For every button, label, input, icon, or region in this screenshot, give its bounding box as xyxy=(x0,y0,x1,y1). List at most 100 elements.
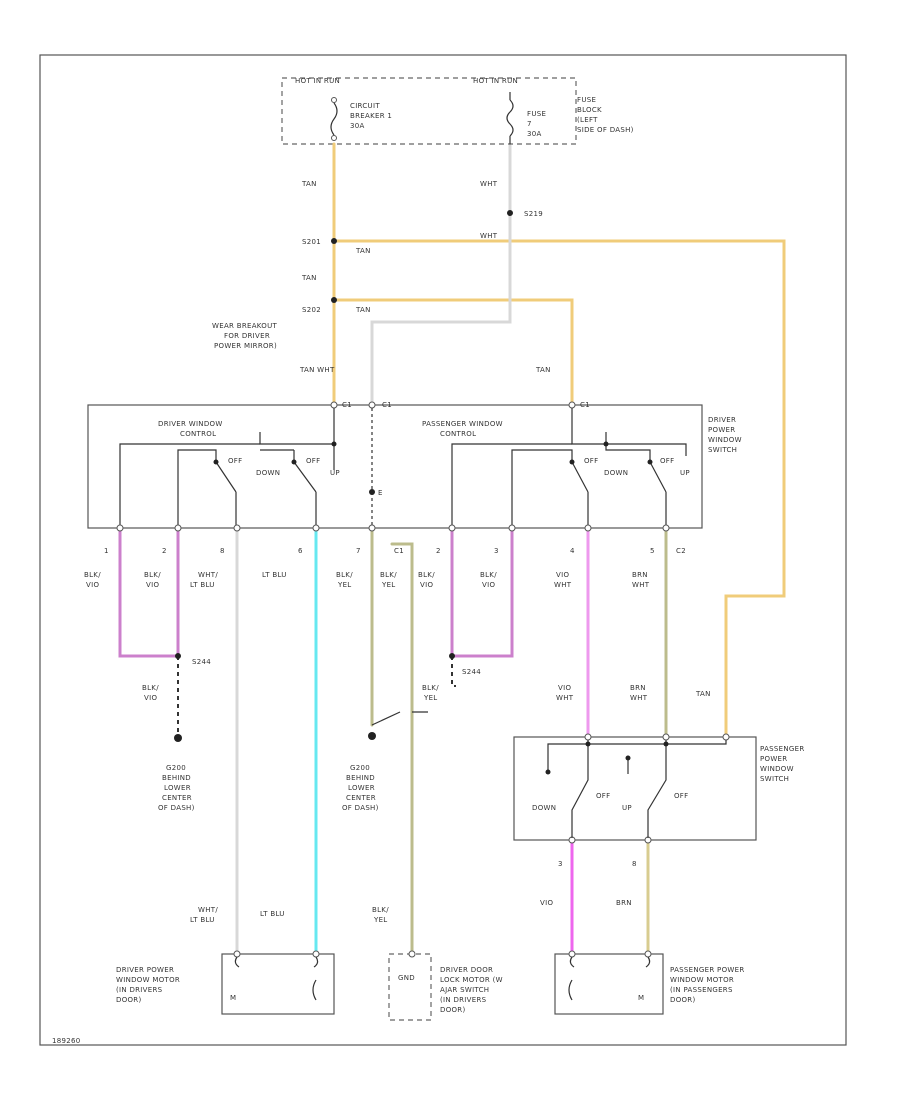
svg-text:SWITCH: SWITCH xyxy=(708,446,737,454)
hot-in-run-left: HOT IN RUN xyxy=(295,77,340,85)
svg-text:FUSE: FUSE xyxy=(577,96,596,104)
splice-s201: S201 xyxy=(302,238,321,246)
hot-in-run-right: HOT IN RUN xyxy=(473,77,518,85)
splice-s244-node-b xyxy=(449,653,455,659)
svg-text:WEAR BREAKOUT: WEAR BREAKOUT xyxy=(212,322,278,330)
passenger-switch-up: UP xyxy=(622,804,632,812)
driver-power-window-switch-label: DRIVER POWER WINDOW SWITCH xyxy=(708,416,742,454)
svg-text:POWER: POWER xyxy=(760,755,787,763)
wire-tan-4: TAN xyxy=(355,306,371,314)
svg-text:LOWER: LOWER xyxy=(164,784,191,792)
svg-text:YEL: YEL xyxy=(337,581,352,589)
svg-text:BLK/: BLK/ xyxy=(480,571,497,579)
driver-motor-label: DRIVER POWER WINDOW MOTOR (IN DRIVERS DO… xyxy=(116,966,180,1004)
circuit-breaker-1 xyxy=(330,97,338,141)
fuse-block-outline xyxy=(281,77,577,145)
svg-text:PASSENGER: PASSENGER xyxy=(760,745,805,753)
ground-point-mid xyxy=(368,732,376,740)
svg-text:LT BLU: LT BLU xyxy=(190,916,215,924)
passenger-switch-off-1: OFF xyxy=(596,792,610,800)
svg-text:BLK/: BLK/ xyxy=(372,906,389,914)
svg-text:VIO: VIO xyxy=(144,694,157,702)
svg-text:LT BLU: LT BLU xyxy=(262,571,287,579)
svg-text:DOOR): DOOR) xyxy=(670,996,696,1004)
svg-text:SIDE OF DASH): SIDE OF DASH) xyxy=(577,126,634,134)
svg-text:BRN: BRN xyxy=(632,571,648,579)
svg-text:6: 6 xyxy=(298,547,303,555)
svg-text:DRIVER DOOR: DRIVER DOOR xyxy=(440,966,493,974)
svg-text:AJAR SWITCH: AJAR SWITCH xyxy=(440,986,489,994)
svg-text:TAN: TAN xyxy=(695,690,711,698)
svg-text:WHT/: WHT/ xyxy=(198,571,218,579)
ground-wire-mid xyxy=(451,656,456,687)
svg-text:M: M xyxy=(638,994,644,1002)
svg-text:3: 3 xyxy=(494,547,499,555)
svg-text:BLK/: BLK/ xyxy=(422,684,439,692)
circuit-breaker-label: CIRCUIT BREAKER 1 30A xyxy=(350,102,392,130)
svg-text:VIO: VIO xyxy=(482,581,495,589)
svg-text:VIO: VIO xyxy=(86,581,99,589)
svg-text:YEL: YEL xyxy=(423,694,438,702)
splice-s202-node xyxy=(331,297,337,303)
svg-text:POWER: POWER xyxy=(708,426,735,434)
svg-text:G200: G200 xyxy=(350,764,370,772)
splice-s201-node xyxy=(331,238,337,244)
driver-motor-terminals: M xyxy=(230,950,320,1002)
svg-text:WHT: WHT xyxy=(554,581,572,589)
passenger-switch-contacts-inner xyxy=(545,740,727,838)
passenger-up: UP xyxy=(680,469,690,477)
svg-text:M: M xyxy=(230,994,236,1002)
passenger-motor-terminals: M xyxy=(568,950,652,1002)
door-lock-gnd: GND xyxy=(398,974,415,982)
svg-text:CENTER: CENTER xyxy=(346,794,376,802)
splice-s244-a: S244 xyxy=(192,658,211,666)
passenger-power-window-switch-label: PASSENGER POWER WINDOW SWITCH xyxy=(760,745,805,783)
svg-text:1: 1 xyxy=(104,547,109,555)
svg-text:BLK/: BLK/ xyxy=(84,571,101,579)
svg-text:VIO: VIO xyxy=(556,571,569,579)
switch-terminal-top-3 xyxy=(568,401,576,409)
switch-mid-label: E xyxy=(378,489,383,497)
svg-text:OF DASH): OF DASH) xyxy=(158,804,195,812)
svg-text:WHT: WHT xyxy=(630,694,648,702)
switch-bottom-terminals xyxy=(116,524,670,532)
wire-wht-1: WHT xyxy=(480,180,498,188)
wire-tan-1: TAN xyxy=(301,180,317,188)
svg-text:DOOR): DOOR) xyxy=(440,1006,466,1014)
svg-text:7: 7 xyxy=(527,120,532,128)
svg-text:WHT/: WHT/ xyxy=(198,906,218,914)
svg-text:CONTROL: CONTROL xyxy=(180,430,216,438)
svg-text:FOR DRIVER: FOR DRIVER xyxy=(224,332,270,340)
svg-text:LT BLU: LT BLU xyxy=(190,581,215,589)
svg-text:8: 8 xyxy=(220,547,225,555)
passenger-window-motor xyxy=(554,953,664,1015)
passenger-switch-down: DOWN xyxy=(532,804,556,812)
svg-text:5: 5 xyxy=(650,547,655,555)
passenger-down: DOWN xyxy=(604,469,628,477)
svg-text:BLK/: BLK/ xyxy=(336,571,353,579)
passenger-window-control-label: PASSENGER WINDOW CONTROL xyxy=(422,420,503,438)
switch-mid-line xyxy=(369,408,375,528)
svg-text:PASSENGER WINDOW: PASSENGER WINDOW xyxy=(422,420,503,428)
figure-id: 189260 xyxy=(52,1037,81,1045)
breakout-label: WEAR BREAKOUT FOR DRIVER POWER MIRROR) xyxy=(212,322,278,350)
svg-text:30A: 30A xyxy=(527,130,542,138)
wires xyxy=(118,142,786,954)
svg-text:LOCK MOTOR (W: LOCK MOTOR (W xyxy=(440,976,503,984)
driver-off-1: OFF xyxy=(228,457,242,465)
driver-window-motor xyxy=(221,953,335,1015)
fuse-block-label: FUSE BLOCK (LEFT SIDE OF DASH) xyxy=(577,96,634,134)
passenger-pin-a: 3 xyxy=(558,860,563,868)
svg-text:C2: C2 xyxy=(676,547,686,555)
svg-text:YEL: YEL xyxy=(381,581,396,589)
svg-text:WINDOW MOTOR: WINDOW MOTOR xyxy=(116,976,180,984)
svg-text:2: 2 xyxy=(436,547,441,555)
svg-text:OF DASH): OF DASH) xyxy=(342,804,379,812)
ground-switch-right xyxy=(371,711,428,726)
passenger-switch-off-2: OFF xyxy=(674,792,688,800)
svg-text:WHT: WHT xyxy=(556,694,574,702)
passenger-pin-b: 8 xyxy=(632,860,637,868)
svg-text:BREAKER 1: BREAKER 1 xyxy=(350,112,392,120)
splice-s219-node xyxy=(507,210,513,216)
